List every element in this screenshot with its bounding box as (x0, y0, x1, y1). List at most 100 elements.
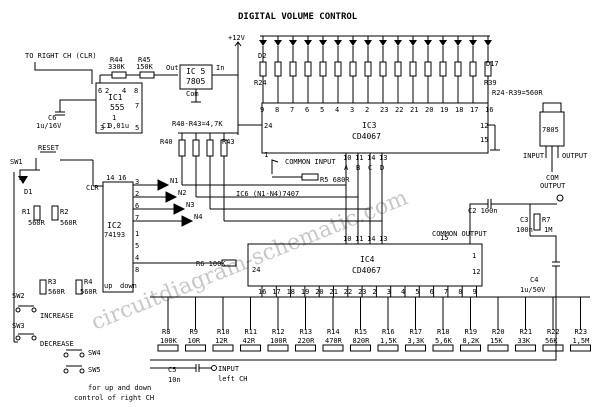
r2-value: 560R (60, 219, 78, 227)
supply-arrow-icon (234, 41, 242, 47)
ic5-com: Com (186, 90, 199, 98)
sw4-contact-b (79, 352, 85, 358)
ic3-name: IC3 (362, 121, 377, 130)
ic4-part: CD4067 (352, 266, 381, 275)
d1-label: D1 (24, 188, 32, 196)
r1-resistor (33, 205, 41, 221)
ic4-name: IC4 (360, 255, 375, 264)
ladder-resistor (322, 344, 344, 352)
input-left-terminal[interactable] (211, 365, 217, 371)
ladder-resistor-name: R20 (492, 328, 505, 336)
ic3-top-pin-label: 21 (410, 106, 418, 114)
sw4-contact-a (63, 352, 69, 358)
ladder-resistor (157, 344, 179, 352)
led-diode-icon (379, 40, 387, 46)
ic4-bottom-pin-label: 4 (401, 288, 405, 296)
ladder-resistor (460, 344, 481, 352)
led-first-label: D2 (258, 52, 266, 60)
gate-label: N2 (178, 189, 186, 197)
sw3-label: SW3 (12, 322, 25, 330)
ic3-top-pin-label: 18 (455, 106, 463, 114)
ic4-bottom-pin-label: 9 (473, 288, 477, 296)
led-diode-icon (469, 40, 477, 46)
led-bar (259, 36, 492, 103)
ladder-resistor-value: 220R (298, 337, 316, 345)
output-terminal[interactable] (556, 194, 564, 202)
ic3-bottom-pin-label: 13 (379, 154, 387, 162)
ic2-pin-label: 2 (135, 190, 139, 198)
led-resistor (424, 61, 432, 77)
decrease-label: DECREASE (40, 340, 74, 348)
ladder-resistor-name: R16 (382, 328, 395, 336)
reg-right-output: OUTPUT (562, 152, 588, 160)
r4-resistor (75, 279, 83, 295)
r5-label: R5 680R (320, 176, 350, 184)
supply-label: +12V (228, 34, 246, 42)
ladder-resistor (570, 344, 591, 352)
c5-label: C5 (168, 366, 176, 374)
ic3-pin15: 15 (480, 136, 488, 144)
sw2-contact-a (15, 307, 21, 313)
sw5-contact-b (79, 368, 85, 374)
led-diode-icon (484, 40, 492, 46)
led-diode-icon (394, 40, 402, 46)
r3-label: R3 (48, 278, 56, 286)
ic5-part: 7805 (186, 77, 205, 86)
sw3-contact-b (31, 335, 37, 341)
ic2-pin16: 16 (118, 174, 126, 182)
ladder-resistor-value: 100R (270, 337, 288, 345)
led-diode-icon (349, 40, 357, 46)
ladder-resistor (405, 344, 426, 352)
led-resistor (304, 61, 312, 77)
ic1-pin3: 3 (100, 124, 104, 132)
ic4-pin24: 24 (252, 266, 260, 274)
r4-label: R4 (84, 278, 92, 286)
ladder-resistor (432, 344, 454, 352)
pullup-resistors (178, 133, 382, 222)
sw5-contact-a (63, 368, 69, 374)
ic1-pin7: 7 (135, 102, 139, 110)
ladder-resistor-value: 100K (160, 337, 178, 345)
c3-label: C3 (520, 216, 528, 224)
pullup-resistor (192, 139, 200, 157)
c3-value: 100n (516, 226, 533, 234)
ic3-top-pin-label: 3 (350, 106, 354, 114)
r24-label: R24 (254, 79, 267, 87)
r40-label: R40 (160, 138, 173, 146)
c4-label: C4 (530, 276, 538, 284)
buffer-gate-icon (165, 191, 178, 203)
r7-label: R7 (542, 216, 550, 224)
c6-wire (59, 99, 96, 108)
r1-value: 560R (28, 219, 46, 227)
input-left-label: INPUT (218, 365, 240, 373)
ic3-top-pin-label: 16 (485, 106, 493, 114)
c6-label: C6 (48, 114, 56, 122)
reg-right-tab (542, 102, 562, 113)
ic3-top-pin-label: 23 (380, 106, 388, 114)
common-output-label: COMMON OUTPUT (432, 230, 488, 238)
r3-resistor (39, 279, 47, 295)
ladder-resistor-value: 8,2K (463, 337, 481, 345)
ic3-top-pin-label: 19 (440, 106, 448, 114)
ladder-resistor-value: 1,5K (380, 337, 398, 345)
c5-value: 10n (168, 376, 181, 384)
ic4-top-pin-label: 13 (379, 235, 387, 243)
led-resistor (364, 61, 372, 77)
ic4-pin15: 15 (440, 234, 448, 242)
sw4-label: SW4 (88, 349, 101, 357)
ic5-out: Out (166, 64, 179, 72)
ladder-resistor-value: 12R (215, 337, 228, 345)
led-resistor (439, 61, 447, 77)
buffer-gate-icon (157, 179, 170, 191)
r5-resistor (301, 173, 319, 181)
ladder-resistor-value: 10R (188, 337, 201, 345)
gate-label: N3 (186, 201, 194, 209)
ladder-resistor-name: R9 (190, 328, 198, 336)
ladder-resistor-value: 5,6K (435, 337, 453, 345)
increase-label: INCREASE (40, 312, 74, 320)
ic2-name: IC2 (107, 221, 122, 230)
ic1-name: IC1 (108, 93, 123, 102)
r44-value: 330K (108, 63, 126, 71)
